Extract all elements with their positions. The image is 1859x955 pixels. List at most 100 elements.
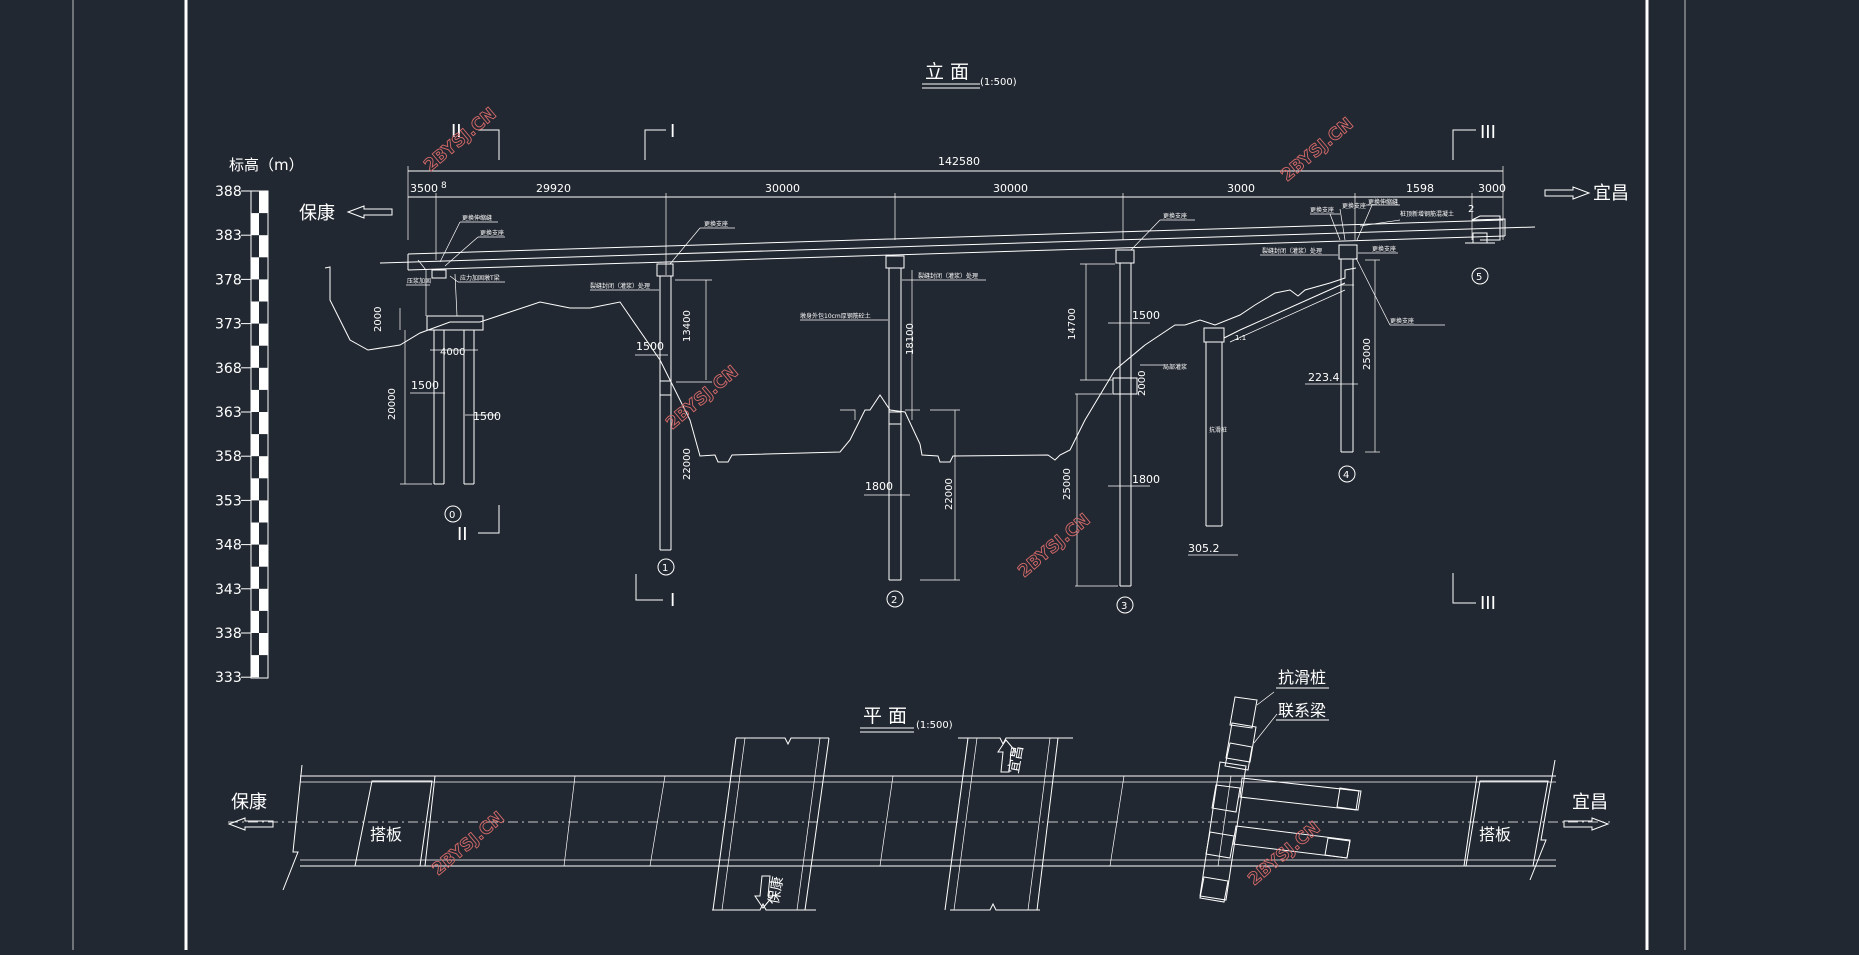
dim-1500d: 1500 — [1132, 309, 1160, 322]
dim-14700: 14700 — [1067, 308, 1078, 340]
note-13: 更换支座 — [1342, 202, 1366, 210]
section-I-bottom: I — [670, 590, 675, 611]
watermark-3: 2BYSJ.CN — [662, 362, 742, 434]
dimension-chain: 142580 3500 8 29920 30000 30000 3000 159… — [407, 155, 1506, 275]
dim-4000: 4000 — [440, 347, 465, 358]
elev-scale-block — [259, 235, 268, 258]
elev-tick-label: 358 — [215, 449, 242, 465]
dim-20000: 20000 — [387, 388, 398, 420]
elev-scale-block — [251, 345, 259, 368]
section-II-top: II — [451, 121, 462, 142]
dim-span-2: 30000 — [765, 182, 800, 195]
note-5: 更换支座 — [704, 220, 728, 228]
plan-slab-left: 搭板 — [370, 825, 402, 844]
pier-label-0: 0 — [449, 510, 455, 521]
elev-scale-block — [259, 412, 268, 435]
note-7: 裂缝封闭（灌浆）处理 — [918, 272, 978, 280]
dim-span-6: 3000 — [1478, 182, 1506, 195]
arrow-down-icon — [754, 875, 775, 909]
elev-scale-block — [251, 478, 259, 501]
elevation-scale-bar: 标高（m） 3883833783733683633583533483433383… — [215, 156, 304, 686]
section-III-top: III — [1480, 122, 1496, 143]
annotation-notes: 更换伸缩缝 更换支座 压浆加固 应力加固墩T梁 更换支座 裂缝封闭（灌浆）处理 … — [406, 198, 1454, 434]
elev-tick-label: 383 — [215, 228, 242, 244]
note-3: 压浆加固 — [407, 277, 431, 285]
elev-scale-block — [251, 610, 259, 633]
section-markers: II II I I III III — [451, 121, 1496, 614]
note-6: 裂缝封闭（灌浆）处理 — [590, 282, 650, 290]
dim-span-1: 29920 — [536, 182, 571, 195]
dim-span-5: 1598 — [1406, 182, 1434, 195]
dir-right-label: 宜昌 — [1593, 183, 1629, 204]
plan-anti-slide-label: 抗滑桩 — [1278, 668, 1326, 687]
pier-label-5: 5 — [1476, 272, 1482, 283]
plan-dir-up: 宜昌 — [1006, 744, 1027, 774]
plan-slab-right: 搭板 — [1479, 825, 1511, 844]
elev-scale-block — [259, 279, 268, 302]
note-15: 更换支座 — [1372, 245, 1396, 253]
elev-scale-block — [259, 588, 268, 611]
elev-scale-block — [259, 367, 268, 390]
elev-scale-block — [251, 522, 259, 545]
dim-mark-2: 2 — [1468, 204, 1474, 215]
arrow-left-icon — [346, 205, 393, 219]
plan-dir-right: 宜昌 — [1572, 792, 1608, 813]
dim-1500c: 1500 — [636, 340, 664, 353]
plan-arrow-left-icon — [227, 817, 274, 831]
section-I-top: I — [670, 121, 675, 142]
dim-25000b: 25000 — [1362, 338, 1373, 370]
dim-span-3: 30000 — [993, 182, 1028, 195]
elev-scale-block — [251, 389, 259, 412]
elev-scale-block — [251, 434, 259, 457]
plan-view: 搭板 搭板 宜昌 保康 — [227, 668, 1610, 911]
note-9: 更换支座 — [1163, 212, 1187, 220]
elev-tick-label: 333 — [215, 670, 242, 686]
dim-18100: 18100 — [905, 323, 916, 355]
pier-label-1: 1 — [662, 563, 668, 574]
watermark-5: 2BYSJ.CN — [428, 808, 508, 880]
drawing-frame — [72, 0, 1686, 950]
ground-profile — [324, 266, 1357, 463]
elev-tick-label: 343 — [215, 582, 242, 598]
note-12: 更换伸缩缝 — [1368, 198, 1398, 206]
note-10: 局部灌浆 — [1163, 363, 1187, 371]
elev-scale-block — [251, 213, 259, 236]
elev-axis-title: 标高（m） — [229, 156, 304, 174]
dir-left-label: 保康 — [299, 203, 335, 224]
pier-1: 13400 1500 22000 1 — [635, 263, 712, 576]
note-11: 更换支座 — [1310, 206, 1334, 214]
dim-22000b: 22000 — [944, 478, 955, 510]
dim-2000a: 2000 — [373, 307, 384, 332]
plan-scale: (1:500) — [916, 720, 953, 731]
plan-title-text: 平 面 — [863, 705, 907, 727]
note-8: 墩身外包10cm厚钢筋砼土 — [800, 312, 871, 320]
pier-3: 14700 1500 2000 25000 1800 3 — [1062, 249, 1160, 614]
elev-tick-label: 378 — [215, 272, 242, 288]
section-II-bottom: II — [457, 524, 468, 545]
dim-2000b: 2000 — [1137, 371, 1148, 396]
dim-25000a: 25000 — [1062, 468, 1073, 500]
watermark-2: 2BYSJ.CN — [1277, 114, 1357, 186]
dim-span-4: 3000 — [1227, 182, 1255, 195]
note-4: 应力加固墩T梁 — [460, 274, 500, 282]
elev-scale-block — [259, 191, 268, 214]
watermark-4: 2BYSJ.CN — [1014, 510, 1094, 582]
ratio-label: 1:1 — [1235, 334, 1246, 342]
elev-scale-block — [259, 544, 268, 567]
elev-scale-block — [259, 456, 268, 479]
bridge-deck — [379, 215, 1536, 271]
note-2: 更换支座 — [480, 229, 504, 237]
dim-total: 142580 — [938, 155, 980, 168]
note-16: 桩顶新增钢筋混凝土 — [1400, 210, 1454, 218]
elev-scale-block — [259, 633, 268, 656]
watermark-1: 2BYSJ.CN — [420, 104, 500, 176]
dim-305: 305.2 — [1188, 542, 1220, 555]
elevation-scale: (1:500) — [980, 77, 1017, 88]
elev-tick-label: 348 — [215, 538, 242, 554]
elev-tick-label: 373 — [215, 317, 242, 333]
note-18: 更换支座 — [1390, 317, 1414, 325]
dim-22000a: 22000 — [682, 448, 693, 480]
dim-1500b: 1500 — [473, 410, 501, 423]
dim-1800b: 1800 — [1132, 473, 1160, 486]
